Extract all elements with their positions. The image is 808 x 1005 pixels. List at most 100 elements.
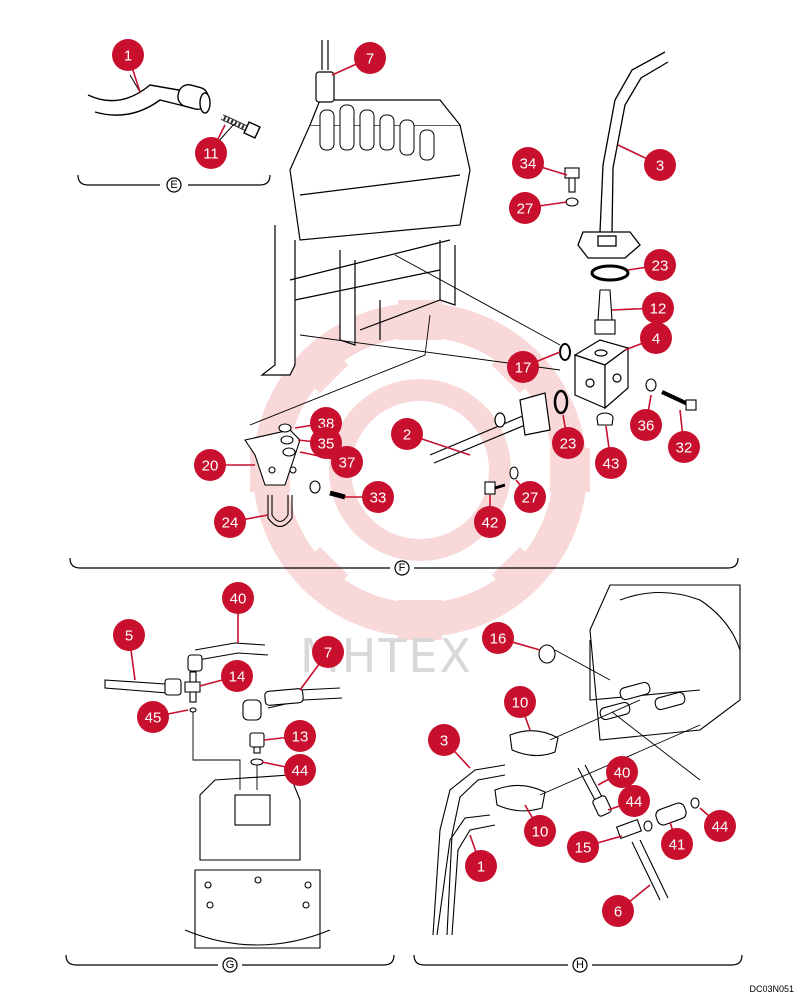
- callout-balloon: [514, 481, 546, 513]
- callout-h-7: 15: [567, 831, 623, 863]
- callout-f-11: 23: [552, 414, 584, 459]
- callout-f-15: 37: [299, 446, 363, 478]
- callout-balloon: [310, 427, 342, 459]
- callout-balloon: [482, 622, 514, 654]
- callout-f-1: 34: [512, 147, 568, 179]
- callout-number: 16: [490, 631, 507, 648]
- callout-number: 5: [125, 628, 133, 645]
- callout-f-2: 3: [617, 144, 676, 181]
- callout-balloon: [137, 701, 169, 733]
- section-f-divider: F: [69, 557, 739, 576]
- o-ring-17: [559, 343, 571, 361]
- callout-number: 10: [512, 695, 529, 712]
- callout-balloon: [465, 850, 497, 882]
- callout-number: 42: [482, 515, 499, 532]
- callout-balloon: [644, 249, 676, 281]
- callout-number: 45: [145, 710, 162, 727]
- callout-balloon: [284, 754, 316, 786]
- callout-balloon: [618, 785, 650, 817]
- section-e-drawing: [87, 74, 261, 143]
- callout-balloon: [595, 447, 627, 479]
- callout-f-19: 42: [474, 495, 506, 538]
- callout-number: 44: [626, 794, 643, 811]
- callout-g-0: 40: [222, 582, 254, 643]
- callout-balloon: [214, 506, 246, 538]
- callout-f-20: 24: [214, 506, 269, 538]
- section-e-label: E: [170, 179, 177, 191]
- callout-number: 12: [650, 301, 667, 318]
- callout-balloon: [606, 756, 638, 788]
- callout-f-3: 27: [509, 192, 568, 224]
- callout-number: 40: [230, 591, 247, 608]
- callout-balloon: [112, 39, 144, 71]
- callout-number: 17: [515, 360, 532, 377]
- callout-balloon: [312, 636, 344, 668]
- callout-h-5: 44: [699, 807, 736, 842]
- bolt-32-washer-36: [645, 378, 697, 411]
- callout-number: 23: [560, 436, 577, 453]
- callout-number: 1: [477, 859, 485, 876]
- callout-e-1: 11: [195, 124, 227, 169]
- pipe-2: [429, 392, 551, 464]
- o-ring-23-top: [590, 264, 630, 282]
- callout-number: 43: [603, 456, 620, 473]
- callout-number: 32: [676, 440, 693, 457]
- callout-balloon: [524, 815, 556, 847]
- callout-number: 44: [712, 819, 729, 836]
- callout-number: 7: [366, 51, 374, 68]
- callout-balloon: [113, 619, 145, 651]
- callout-balloon: [391, 418, 423, 450]
- callout-h-2: 3: [428, 724, 471, 769]
- bolt-42-washer-27: [484, 466, 519, 495]
- section-h-divider: H: [413, 954, 743, 973]
- callout-balloon: [222, 582, 254, 614]
- callout-balloon: [474, 506, 506, 538]
- callout-balloon: [644, 149, 676, 181]
- callout-number: 41: [669, 837, 686, 854]
- callout-f-5: 12: [611, 292, 674, 324]
- block-4: [573, 339, 630, 410]
- callout-number: 44: [292, 763, 309, 780]
- callout-balloon: [567, 831, 599, 863]
- callout-balloon: [221, 660, 253, 692]
- callout-f-7: 17: [507, 351, 561, 383]
- callout-balloon: [194, 449, 226, 481]
- callout-balloon: [661, 828, 693, 860]
- callout-balloon: [331, 446, 363, 478]
- callout-balloon: [362, 481, 394, 513]
- section-h-label: H: [576, 959, 584, 971]
- callout-f-0: 7: [331, 42, 386, 76]
- callout-number: 1: [124, 48, 132, 65]
- bolt-34-washer-27: [564, 167, 580, 207]
- callout-number: 11: [203, 146, 219, 163]
- callout-h-1: 10: [504, 686, 536, 731]
- callout-f-8: 36: [630, 394, 662, 441]
- callout-number: 40: [614, 765, 631, 782]
- callout-g-2: 7: [299, 636, 344, 691]
- callout-e-0: 1: [112, 39, 144, 93]
- callout-h-6: 10: [524, 804, 556, 847]
- callout-number: 35: [318, 436, 335, 453]
- pipe-3-drawing: [577, 51, 669, 259]
- callout-number: 2: [403, 427, 411, 444]
- callout-number: 3: [656, 158, 664, 175]
- fitting-12: [594, 289, 616, 335]
- section-e-divider: E: [77, 174, 271, 193]
- callout-number: 6: [614, 904, 622, 921]
- callout-number: 4: [652, 331, 660, 348]
- callout-balloon: [284, 720, 316, 752]
- callout-f-12: 43: [595, 425, 627, 479]
- callout-balloon: [668, 431, 700, 463]
- callout-f-17: 33: [345, 481, 394, 513]
- callout-number: 24: [222, 515, 239, 532]
- callout-f-16: 20: [194, 449, 255, 481]
- callout-h-8: 41: [661, 821, 693, 860]
- callout-balloon: [640, 322, 672, 354]
- callout-balloon: [602, 895, 634, 927]
- callout-number: 10: [532, 824, 549, 841]
- drawing-code: DC03N051: [749, 984, 794, 994]
- callout-g-6: 44: [261, 754, 316, 786]
- callout-balloon: [354, 42, 386, 74]
